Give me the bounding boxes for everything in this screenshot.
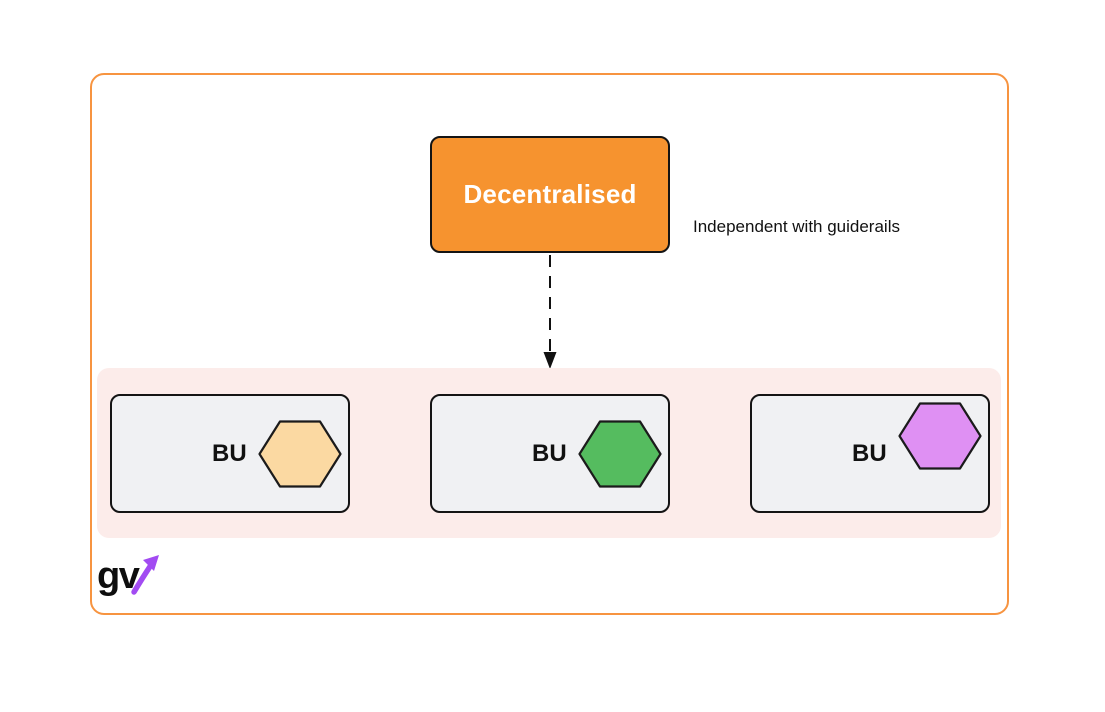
diagram-frame xyxy=(90,73,1009,615)
bu-box-3[interactable]: BU xyxy=(750,394,990,513)
decentralised-node[interactable]: Decentralised xyxy=(430,136,670,253)
bu-label: BU xyxy=(212,439,247,467)
decentralised-node-label: Decentralised xyxy=(463,179,637,209)
bu-label: BU xyxy=(532,439,567,467)
hexagon-icon[interactable] xyxy=(898,402,982,470)
gv-logo: gv xyxy=(97,555,177,605)
dashed-arrow-connector xyxy=(543,255,557,369)
hexagon-icon[interactable] xyxy=(578,420,662,488)
bu-box-1[interactable]: BU xyxy=(110,394,350,513)
connector-arrowhead-icon xyxy=(543,352,557,369)
bu-box-2[interactable]: BU xyxy=(430,394,670,513)
hexagon-icon[interactable] xyxy=(258,420,342,488)
bu-label: BU xyxy=(852,439,887,467)
logo-arrow-icon xyxy=(131,555,159,595)
caption-text: Independent with guiderails xyxy=(693,217,900,236)
